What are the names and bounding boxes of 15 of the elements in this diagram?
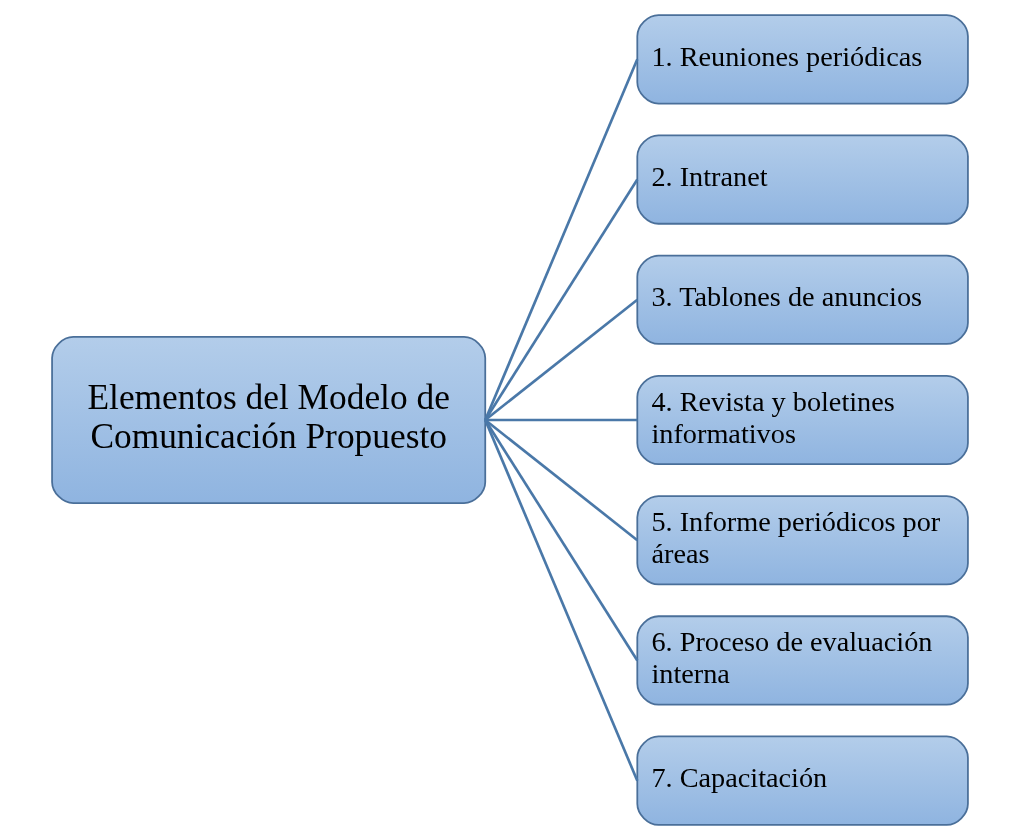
connector <box>484 298 639 422</box>
node-box: 4. Revista y boletines informativos <box>636 374 969 466</box>
connector <box>484 419 639 782</box>
connector <box>484 418 639 542</box>
node-box: Elementos del Modelo de Comunicación Propuesto <box>51 336 487 504</box>
node-box: 6. Proceso de evaluación interna <box>636 615 969 706</box>
node-box: 5. Informe periódicos por áreas <box>636 495 969 586</box>
connector <box>484 178 639 421</box>
node-box: 7. Capacitación <box>636 735 969 826</box>
connector <box>484 58 639 421</box>
node-box: 1. Reuniones periódicas <box>636 14 969 105</box>
node-box: 2. Intranet <box>636 134 969 225</box>
connector <box>485 418 638 422</box>
node-box: 3. Tablones de anuncios <box>636 254 969 345</box>
connector <box>484 419 639 662</box>
